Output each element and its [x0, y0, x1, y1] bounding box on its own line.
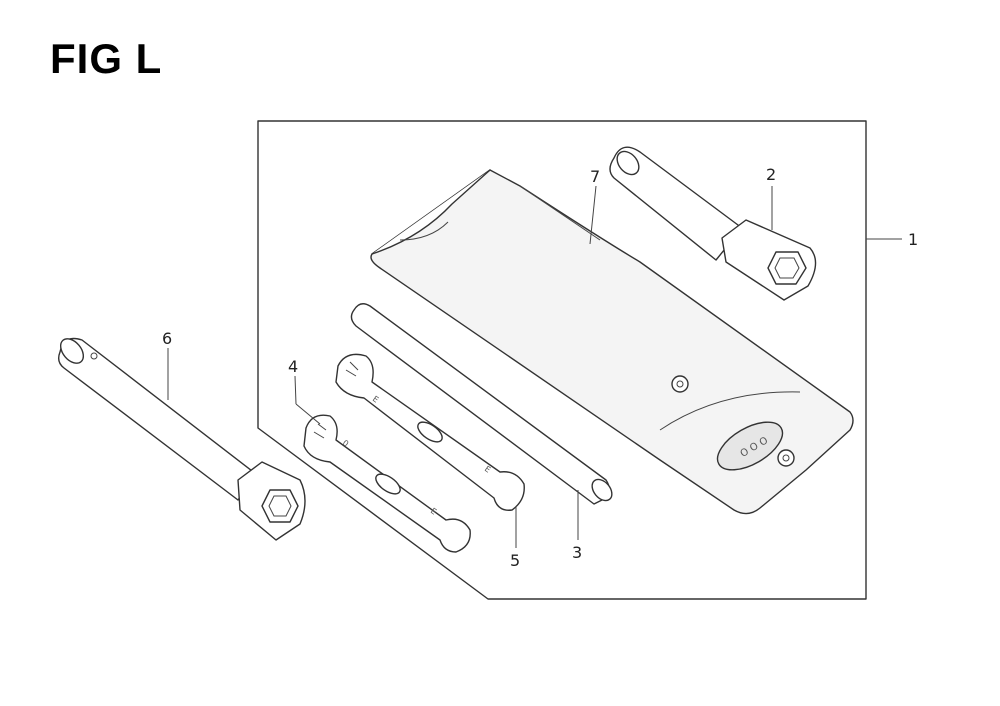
kit-boundary: [257, 120, 902, 600]
callout-labels: 1 2 3 4 5 6 7: [162, 165, 918, 570]
figure-title: FIG L: [50, 35, 163, 82]
callout-7: 7: [590, 167, 600, 186]
box-wrench: [57, 337, 306, 541]
open-end-wrench-lower: 0 E: [303, 414, 471, 553]
open-end-wrench-upper: E E: [335, 353, 525, 511]
callout-2: 2: [766, 165, 776, 184]
callout-6: 6: [162, 329, 172, 348]
svg-text:E: E: [429, 506, 438, 516]
svg-text:0: 0: [341, 438, 350, 448]
callout-4: 4: [288, 357, 298, 376]
callout-3: 3: [572, 543, 582, 562]
spark-plug-wrench: [609, 146, 817, 301]
wrench-handle-rod: [350, 303, 613, 505]
tool-bag: O O O: [370, 169, 854, 515]
callout-1: 1: [908, 230, 918, 249]
callout-5: 5: [510, 551, 520, 570]
callout-leaders: [167, 185, 773, 548]
svg-text:E: E: [371, 394, 380, 404]
svg-text:E: E: [483, 464, 492, 474]
